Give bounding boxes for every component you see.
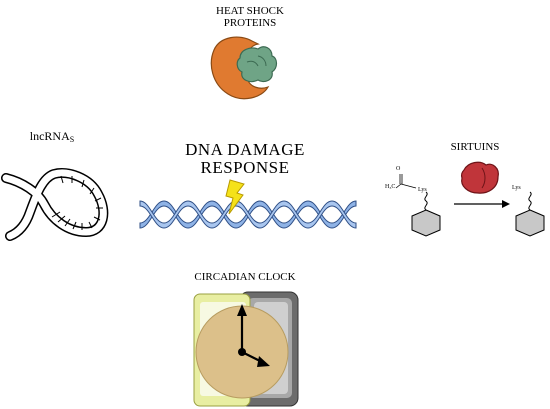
heat-shock-label-line2: PROTEINS	[223, 16, 277, 29]
reaction-arrow-icon	[454, 200, 510, 208]
dna-damage-label-line1: DNA DAMAGE	[185, 140, 305, 159]
lys-left-label: Lys	[418, 187, 427, 193]
lncrna-label-main: lncRNA	[29, 129, 70, 143]
circadian-label: CIRCADIAN CLOCK	[194, 271, 296, 283]
dna-damage-label-line2: RESPONSE	[200, 157, 290, 177]
lncrna-icon	[1, 168, 109, 241]
substrate-left-icon	[411, 191, 441, 237]
sirtuin-enzyme-icon	[461, 161, 499, 194]
lncrna-label-subscript: S	[69, 135, 75, 144]
dna-helix-icon	[139, 200, 357, 229]
dna-damage-label: DNA DAMAGE RESPONSE	[165, 141, 325, 177]
heat-shock-label-line1: HEAT SHOCK	[216, 5, 284, 17]
acetyl-bond-icon	[395, 174, 417, 189]
heat-shock-protein-icon	[210, 36, 278, 100]
substrate-right-icon	[515, 191, 545, 237]
lys-right-label: Lys	[512, 185, 521, 191]
lightning-icon	[225, 179, 245, 215]
sirtuins-label: SIRTUINS	[450, 141, 500, 153]
acetyl-oxygen-label: O	[396, 166, 401, 172]
lncrna-label: lncRNAS	[22, 130, 82, 144]
acetyl-group-label: H₃C	[385, 184, 396, 190]
clock-icon	[193, 291, 299, 407]
heat-shock-label: HEAT SHOCK PROTEINS	[200, 5, 300, 29]
